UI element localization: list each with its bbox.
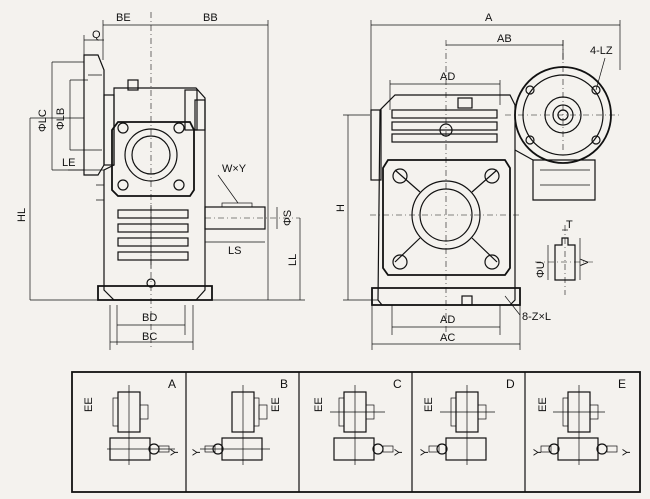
svg-text:EE: EE — [83, 397, 95, 412]
dim-h: H — [335, 204, 347, 212]
dim-ad-bottom: AD — [440, 314, 455, 326]
mounting-panels — [71, 371, 641, 493]
front-view: A AB 4-LZ AD H AD AC 8-Z×L — [335, 12, 621, 350]
panel-letter-a: A — [168, 377, 176, 391]
mount-panel-a: A EE Y — [83, 377, 181, 465]
dim-a: A — [485, 12, 493, 24]
dim-phi-lb: ΦLB — [55, 108, 67, 130]
svg-text:EE: EE — [537, 397, 549, 412]
svg-text:Y: Y — [419, 448, 431, 456]
mount-panel-e: E EE Y Y — [532, 377, 633, 465]
svg-text:Y: Y — [393, 448, 405, 456]
dim-t: T — [566, 219, 573, 231]
mount-panel-d: D EE Y — [419, 377, 515, 465]
svg-text:EE: EE — [423, 397, 435, 412]
dim-ab: AB — [497, 33, 512, 45]
panel-letter-d: D — [506, 377, 515, 391]
dim-v: V — [579, 258, 591, 266]
dim-ll: LL — [287, 254, 299, 266]
dim-phi-s: ΦS — [282, 210, 294, 226]
dim-hl: HL — [16, 208, 28, 222]
dim-ac: AC — [440, 332, 455, 344]
svg-text:Y: Y — [191, 448, 203, 456]
panel-letter-b: B — [280, 377, 288, 391]
dim-8-z-l: 8-Z×L — [522, 311, 551, 323]
svg-text:Y: Y — [169, 448, 181, 456]
dim-bb: BB — [203, 12, 218, 24]
svg-text:Y: Y — [532, 448, 544, 456]
svg-text:EE: EE — [313, 397, 325, 412]
dim-4-lz: 4-LZ — [590, 45, 613, 57]
side-view: BE BB Q ΦLC ΦLB LE HL W×Y ΦS LS LL BD BC — [16, 12, 305, 350]
mount-panel-c: C EE Y — [313, 377, 405, 465]
dim-phi-u: ΦU — [535, 261, 547, 278]
dim-q: Q — [92, 29, 101, 41]
panel-letter-c: C — [393, 377, 402, 391]
panel-letter-e: E — [618, 377, 626, 391]
dim-bc: BC — [142, 331, 157, 343]
svg-text:EE: EE — [270, 397, 282, 412]
mount-panel-b: B EE Y — [191, 377, 288, 465]
dim-be: BE — [116, 12, 131, 24]
dim-ad-top: AD — [440, 71, 455, 83]
dim-ls: LS — [228, 245, 241, 257]
dim-bd: BD — [142, 312, 157, 324]
svg-text:Y: Y — [621, 448, 633, 456]
dim-w-y: W×Y — [222, 163, 247, 175]
dim-le: LE — [62, 157, 75, 169]
dim-phi-lc: ΦLC — [37, 109, 49, 132]
key-detail: T ΦU V — [535, 219, 595, 295]
